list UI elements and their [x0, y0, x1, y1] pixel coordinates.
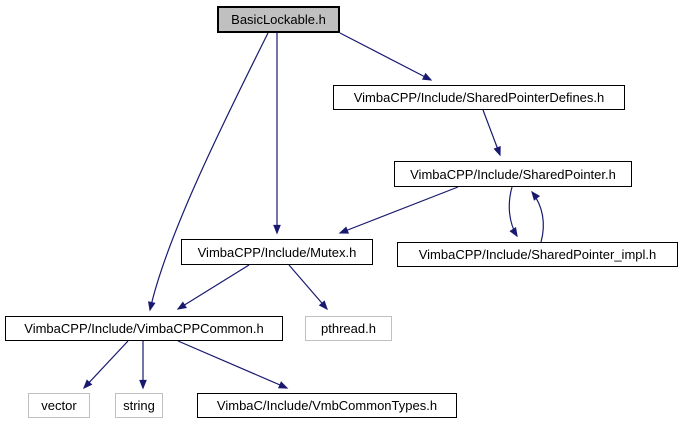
edge-basiclockable-to-vimbacppcommon [148, 32, 269, 312]
edge-mutex-to-vimbacppcommon [176, 264, 250, 310]
node-vector: vector [28, 393, 90, 418]
node-shared-pointer[interactable]: VimbaCPP/Include/SharedPointer.h [394, 161, 632, 187]
node-shared-pointer-defines[interactable]: VimbaCPP/Include/SharedPointerDefines.h [333, 85, 625, 110]
node-mutex[interactable]: VimbaCPP/Include/Mutex.h [181, 239, 373, 265]
edge-mutex-to-pthread [288, 264, 328, 311]
node-basic-lockable: BasicLockable.h [217, 6, 340, 33]
edge-sharedpointerdefines-to-sharedpointer [482, 109, 501, 157]
edge-basiclockable-to-sharedpointerdefines [339, 32, 433, 81]
node-pthread: pthread.h [305, 316, 392, 341]
node-shared-pointer-impl[interactable]: VimbaCPP/Include/SharedPointer_impl.h [397, 242, 678, 267]
node-vimba-cpp-common[interactable]: VimbaCPP/Include/VimbaCPPCommon.h [5, 316, 283, 341]
edge-vimbacppcommon-to-vmbcommontypes [177, 340, 289, 389]
edge-sharedpointer-to-sharedpointerimpl [508, 186, 518, 238]
node-string: string [115, 393, 163, 418]
edge-sharedpointerimpl-to-sharedpointer [531, 190, 544, 243]
edge-vimbacppcommon-to-vector [83, 340, 129, 390]
node-vmb-common-types[interactable]: VimbaC/Include/VmbCommonTypes.h [197, 393, 457, 418]
edge-sharedpointer-to-mutex [338, 186, 459, 234]
